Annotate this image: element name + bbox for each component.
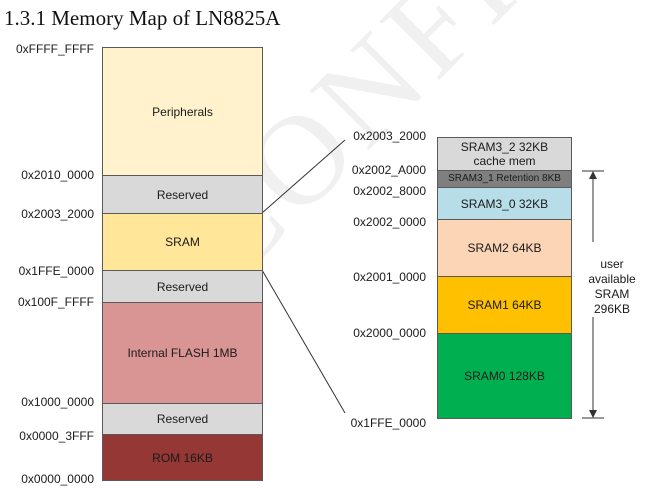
address-label: 0x2003_2000 xyxy=(353,129,426,143)
address-label: 0x1000_0000 xyxy=(21,395,94,409)
block-label: Reserved xyxy=(156,187,209,202)
block-label: SRAM xyxy=(165,235,200,249)
address-label: 0x2002_0000 xyxy=(353,215,426,229)
zoom-line-bottom xyxy=(261,269,346,414)
block-sram3-0: SRAM3_0 32KB xyxy=(437,187,572,220)
block-label: SRAM0 128KB xyxy=(464,369,545,383)
block-internal-flash: Internal FLASH 1MB xyxy=(102,302,263,404)
block-label: Internal FLASH 1MB xyxy=(127,346,238,360)
block-label: SRAM2 64KB xyxy=(467,241,542,255)
block-sram0: SRAM0 128KB xyxy=(437,333,572,419)
address-label: 0xFFFF_FFFF xyxy=(16,42,94,56)
address-label: 0x0000_0000 xyxy=(21,472,94,486)
block-label: Reserved xyxy=(156,412,209,426)
block-sram3-2: SRAM3_2 32KB cache mem xyxy=(437,137,572,171)
address-label: 0x100F_FFFF xyxy=(17,295,94,309)
block-label: Peripherals xyxy=(152,104,213,119)
block-sram1: SRAM1 64KB xyxy=(437,276,572,334)
block-rom: ROM 16KB xyxy=(102,434,263,481)
address-label: 0x1FFE_0000 xyxy=(18,264,94,278)
block-label: SRAM3_1 Retention 8KB xyxy=(448,173,561,184)
block-label: ROM 16KB xyxy=(152,450,213,465)
address-label: 0x2001_0000 xyxy=(353,270,426,284)
block-sram2: SRAM2 64KB xyxy=(437,219,572,277)
arrowhead-up xyxy=(589,171,597,179)
address-label: 0x2010_0000 xyxy=(21,168,94,182)
block-reserved-3: Reserved xyxy=(102,403,263,435)
address-label: 0x0000_3FFF xyxy=(19,429,94,443)
block-label: SRAM3_0 32KB xyxy=(460,196,549,211)
block-label: SRAM3_2 32KB cache mem xyxy=(460,140,549,168)
user-available-text: user available SRAM 296KB xyxy=(588,257,636,316)
block-label: Reserved xyxy=(156,279,209,294)
zoom-line-top xyxy=(261,139,346,214)
block-peripherals: Peripherals xyxy=(102,47,263,176)
block-sram: SRAM xyxy=(102,213,263,271)
address-label: 0x1FFE_0000 xyxy=(350,416,426,430)
address-label: 0x2003_2000 xyxy=(21,207,94,221)
block-label: SRAM1 64KB xyxy=(467,298,542,312)
user-available-sram-label: user available SRAM 296KB xyxy=(588,242,636,317)
block-reserved-1: Reserved xyxy=(102,175,263,214)
arrowhead-down xyxy=(589,410,597,418)
block-reserved-2: Reserved xyxy=(102,270,263,303)
address-label: 0x2000_0000 xyxy=(353,326,426,340)
address-label: 0x2002_8000 xyxy=(353,184,426,198)
page-title: 1.3.1 Memory Map of LN8825A xyxy=(4,6,281,30)
block-sram3-1: SRAM3_1 Retention 8KB xyxy=(437,170,572,188)
address-label: 0x2002_A000 xyxy=(351,163,426,177)
